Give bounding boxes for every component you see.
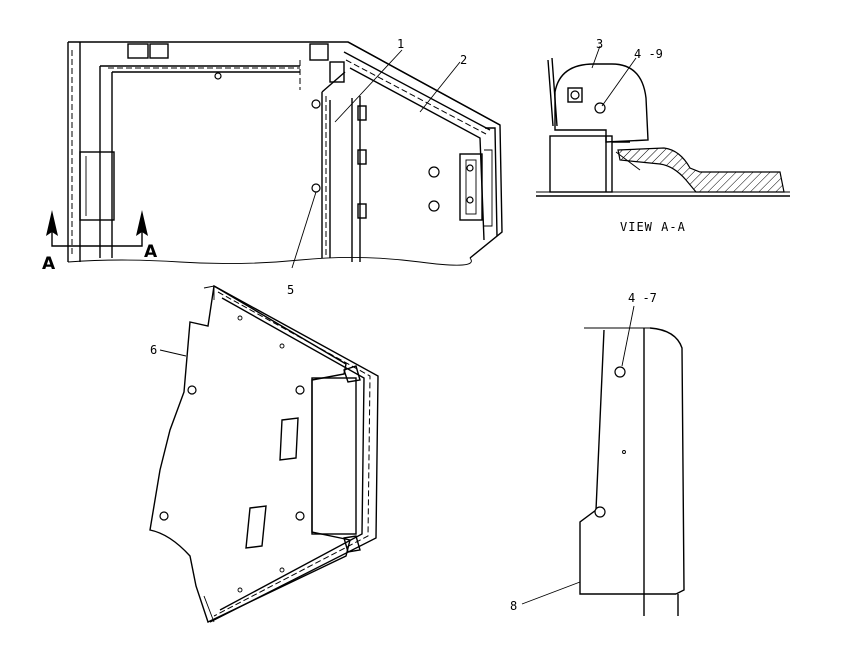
base-block (549, 135, 613, 193)
callout-2: 2 (460, 53, 467, 67)
break-line (67, 256, 472, 266)
callout-5: 5 (287, 283, 294, 297)
callout-3: 3 (596, 37, 603, 51)
main-assembly-view: A A 1 2 5 (42, 37, 503, 297)
view-title: VIEW A-A (620, 220, 686, 234)
mounting-hole (214, 72, 222, 80)
side-cover-view: 4 -7 8 (510, 291, 685, 616)
cover-hole (614, 366, 626, 378)
hatched-plate (617, 147, 785, 193)
top-block (127, 43, 149, 59)
callout-8: 8 (510, 599, 517, 613)
left-bracket (79, 151, 115, 221)
callout-4-9: 4 -9 (634, 47, 663, 61)
panel-slot (279, 417, 299, 461)
right-bracket (459, 153, 483, 221)
cover-outline (579, 329, 676, 595)
section-label-a-left: A (42, 254, 56, 274)
panel-part-6: 6 (149, 284, 379, 623)
bracket-part-3 (554, 63, 649, 143)
center-plate (321, 71, 346, 258)
section-arrow-icon (136, 210, 148, 236)
callout-4-7: 4 -7 (628, 291, 657, 305)
view-aa: 3 4 -9 VIEW A-A (536, 37, 790, 234)
panel-outline (149, 284, 351, 623)
callout-1: 1 (397, 37, 404, 51)
callout-6: 6 (150, 343, 157, 357)
section-indicator: A A (42, 210, 158, 274)
section-label-a-right: A (144, 242, 158, 262)
section-arrow-icon (46, 210, 58, 236)
frame-outline (67, 41, 503, 262)
